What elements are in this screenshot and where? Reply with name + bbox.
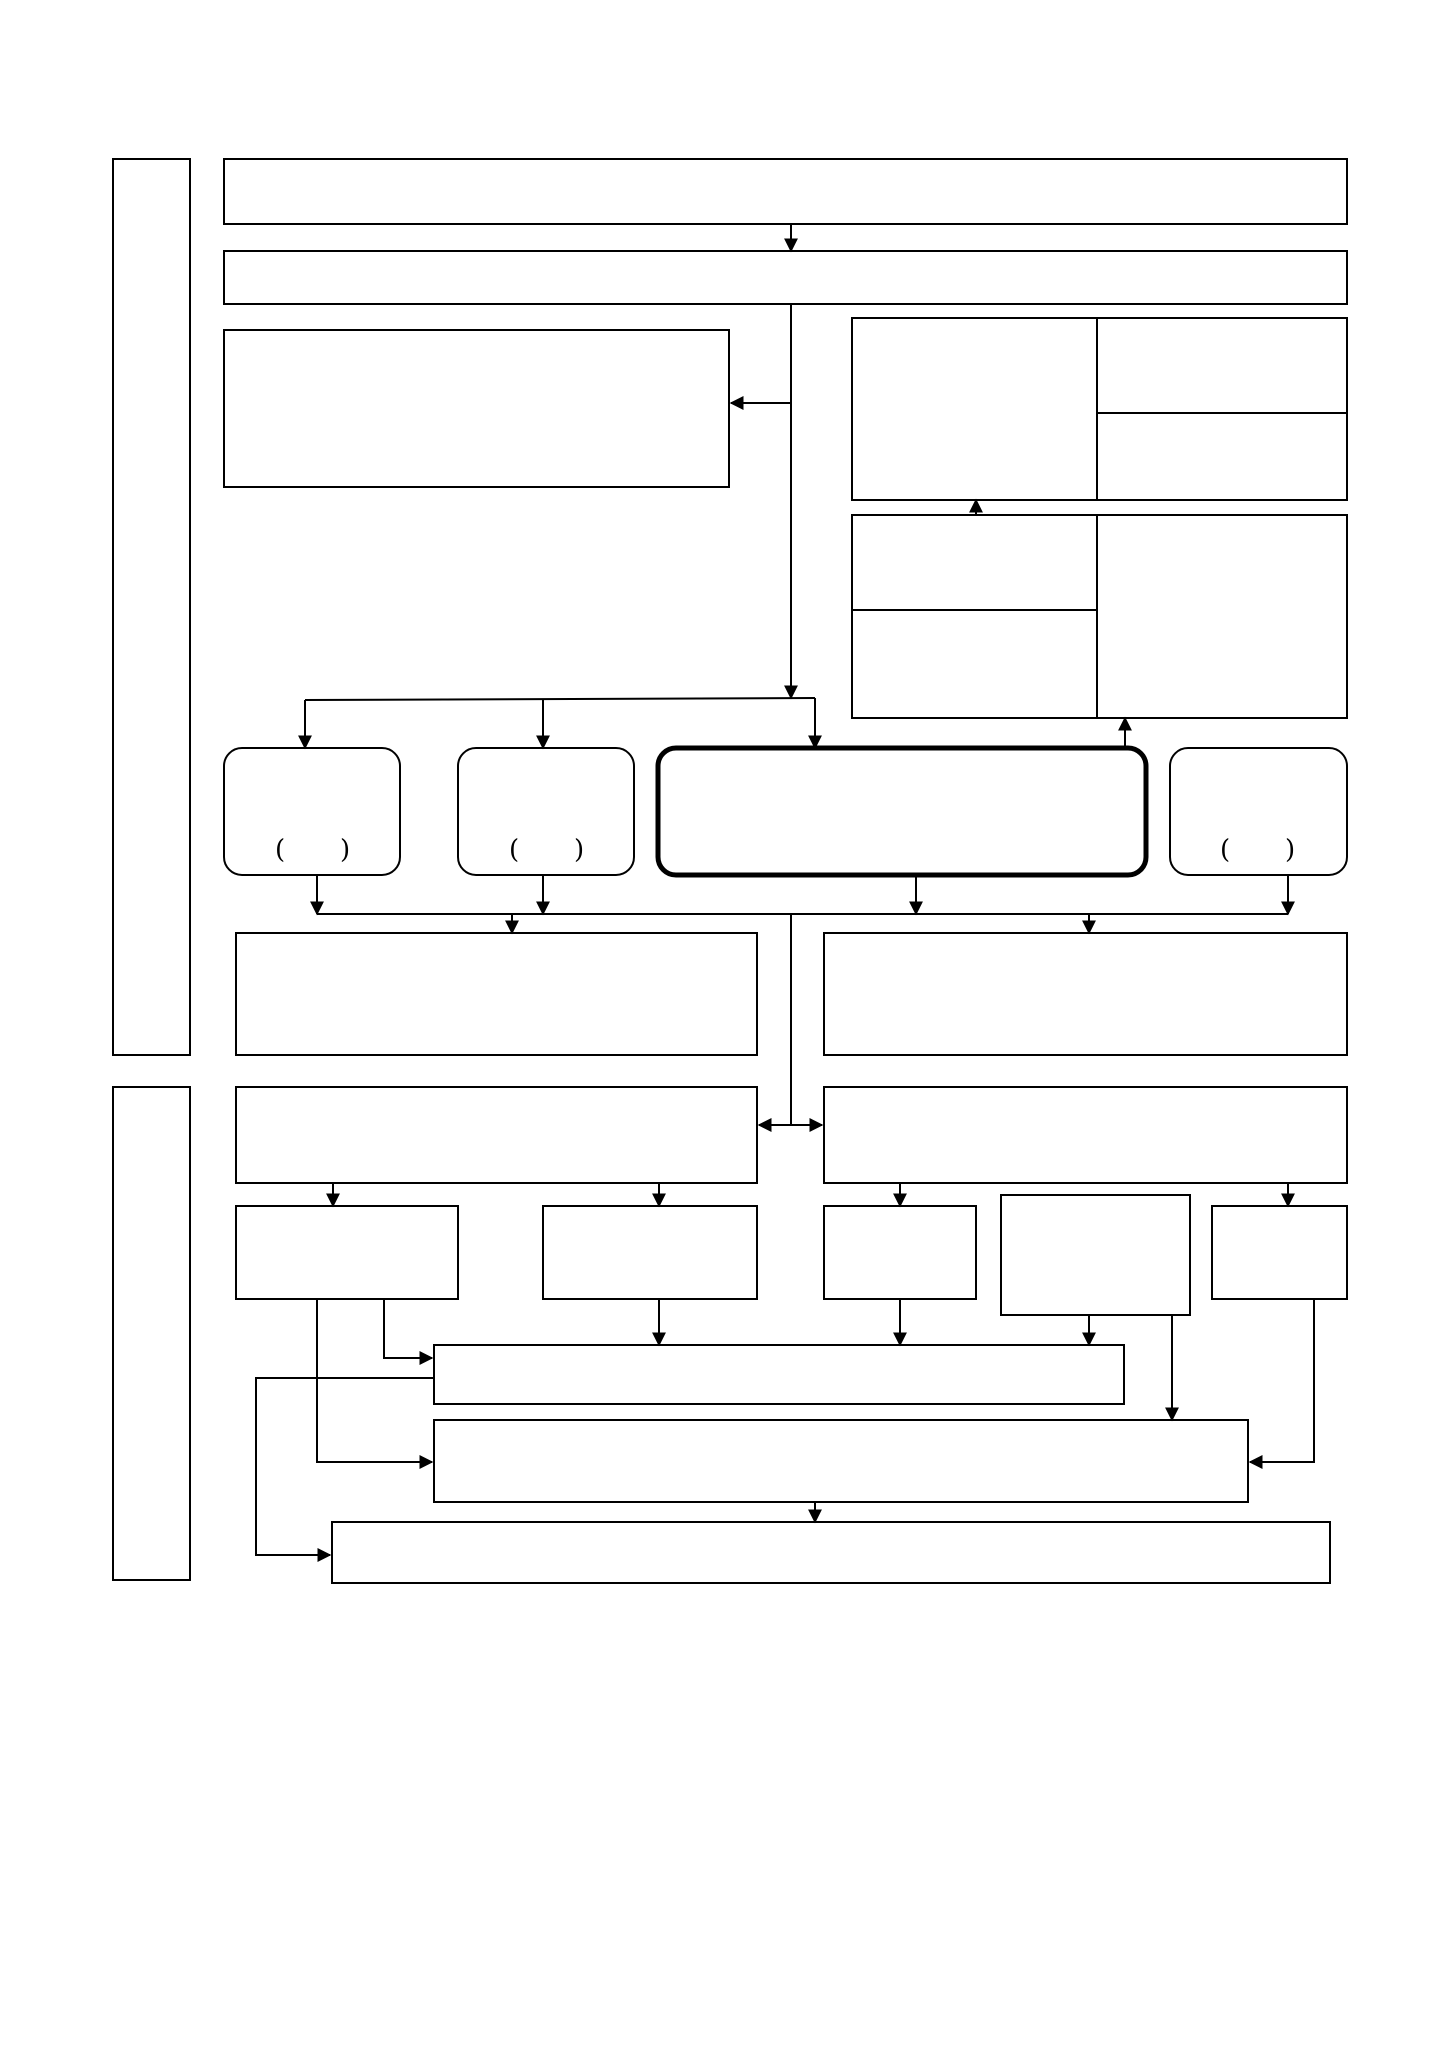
rounded-box-1-paren-open: ( bbox=[275, 835, 285, 865]
small-box-5 bbox=[1211, 1205, 1348, 1300]
arrow-small5-to-bottom2 bbox=[1248, 1299, 1315, 1469]
mid-box-right bbox=[823, 932, 1348, 1056]
top-box-2 bbox=[223, 250, 1348, 305]
small-box-4 bbox=[1000, 1194, 1191, 1316]
right-grid-upper-right-top bbox=[1096, 317, 1348, 414]
bottom-box-3 bbox=[331, 1521, 1331, 1584]
small-box-3 bbox=[823, 1205, 977, 1300]
rounded-box-2 bbox=[457, 747, 635, 876]
arrow-small1-to-bottom1 bbox=[383, 1299, 434, 1365]
mid-box-left bbox=[235, 932, 758, 1056]
side-label-upper bbox=[112, 158, 191, 1056]
rounded-box-4-paren-open: ( bbox=[1220, 835, 1230, 865]
left-info-box bbox=[223, 329, 730, 488]
small-box-1 bbox=[235, 1205, 459, 1300]
arrow-bottom1-to-bottom3 bbox=[255, 1377, 434, 1562]
rounded-box-4 bbox=[1169, 747, 1348, 876]
right-grid-upper-right-bottom bbox=[1096, 412, 1348, 501]
rounded-box-2-paren-open: ( bbox=[509, 835, 519, 865]
top-box-1 bbox=[223, 158, 1348, 225]
side-label-lower bbox=[112, 1086, 191, 1581]
rounded-box-1-paren-close: ) bbox=[340, 835, 350, 865]
rounded-box-main bbox=[655, 745, 1149, 878]
distribution-line bbox=[304, 697, 816, 701]
rounded-box-4-paren-close: ) bbox=[1285, 835, 1295, 865]
lower-box-right bbox=[823, 1086, 1348, 1184]
right-grid-upper-left bbox=[851, 317, 1098, 501]
rounded-box-1 bbox=[223, 747, 401, 876]
right-grid-lower-left-bottom bbox=[851, 609, 1098, 719]
arrow-small1-to-bottom2 bbox=[316, 1299, 434, 1469]
bottom-box-2 bbox=[433, 1419, 1249, 1503]
lower-box-left bbox=[235, 1086, 758, 1184]
rounded-box-2-paren-close: ) bbox=[574, 835, 584, 865]
bottom-box-1 bbox=[433, 1344, 1125, 1405]
small-box-2 bbox=[542, 1205, 758, 1300]
right-grid-lower-left-top bbox=[851, 514, 1098, 611]
right-grid-lower-right bbox=[1096, 514, 1348, 719]
